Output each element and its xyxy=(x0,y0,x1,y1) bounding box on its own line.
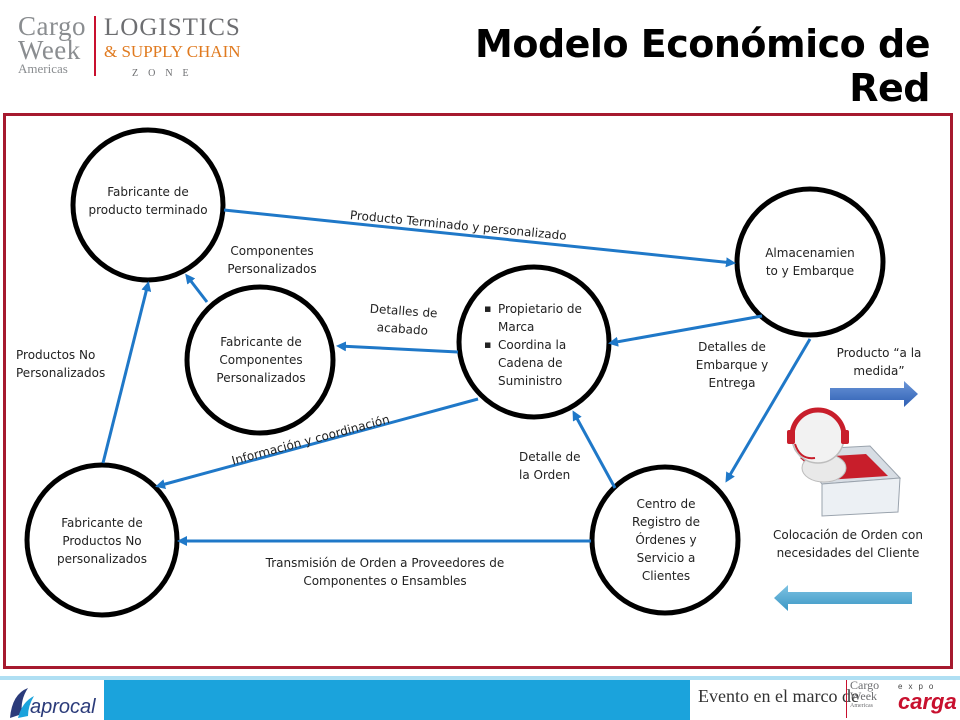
node-componentes-circle xyxy=(184,284,336,436)
node-propietario-list: Propietario de Marca Coordina la Cadena … xyxy=(484,300,588,390)
footer-cargo-word: Cargo xyxy=(850,678,880,692)
aprocal-logo-text: aprocal xyxy=(30,696,96,718)
arrow-producto-terminado xyxy=(223,208,736,268)
arrow-componentes-personalizados xyxy=(185,273,209,303)
aprocal-logo-icon xyxy=(10,688,34,718)
label-detalles-embarque: Detalles de Embarque y Entrega xyxy=(695,340,769,390)
label-productos-no-personalizados: Productos No Personalizados xyxy=(16,348,106,380)
propietario-item: Coordina la Cadena de Suministro xyxy=(484,336,588,390)
label-detalles-acabado: Detalles de acabado xyxy=(369,301,438,338)
logo-logistics-word: LOGISTICS xyxy=(104,14,241,41)
node-fabricante-terminado: Fabricante de producto terminado xyxy=(88,185,208,217)
logo-zone-word: ZONE xyxy=(132,68,199,79)
operator-laptop-icon xyxy=(787,407,902,517)
cargo-week-logo: Cargo Week Americas xyxy=(18,11,98,76)
left-block-arrow xyxy=(774,585,912,611)
arrow-detalles-acabado xyxy=(336,341,459,354)
logistics-zone-logo: LOGISTICS & SUPPLY CHAIN ZONE xyxy=(104,14,241,79)
label-componentes-personalizados: Componentes Personalizados xyxy=(227,244,317,276)
label-detalle-orden: Detalle de la Orden xyxy=(519,450,581,482)
footer-evento-text: Evento en el marco de xyxy=(698,686,859,706)
node-almacenamiento: Almacenamien to y Embarque xyxy=(765,246,855,278)
diagram-frame xyxy=(3,113,953,669)
node-centro-registro-circle xyxy=(589,464,741,616)
label-colocacion-orden: Colocación de Orden con necesidades del … xyxy=(773,528,923,560)
label-transmision-orden: Transmisión de Orden a Proveedores de Co… xyxy=(265,556,505,588)
node-fabricante-componentes: Fabricante de Componentes Personalizados xyxy=(216,335,306,385)
logo-week-word: Week xyxy=(18,35,81,65)
footer-bar xyxy=(104,680,690,720)
node-almacenamiento-circle xyxy=(734,186,886,338)
node-centro-registro: Centro de Registro de Órdenes y Servicio… xyxy=(632,497,700,583)
label-producto-medida: Producto “a la medida” xyxy=(836,346,922,378)
footer-expo-word: expo xyxy=(898,682,940,691)
propietario-item: Propietario de Marca xyxy=(484,300,588,336)
arrow-informacion-coordinacion xyxy=(155,397,479,489)
logo-divider xyxy=(94,16,96,76)
node-fabricante-no-personalizados: Fabricante de Productos No personalizado… xyxy=(56,516,148,566)
logo-americas-word: Americas xyxy=(18,61,68,76)
logo-supply-chain-word: & SUPPLY CHAIN xyxy=(104,42,241,61)
arrow-colocacion-orden xyxy=(725,338,812,483)
page-title: Modelo Económico de Red xyxy=(475,22,930,110)
footer-americas-word: Americas xyxy=(850,703,873,709)
node-fabricante-terminado-circle xyxy=(70,127,226,283)
footer-expo-carga-logo: expo carga xyxy=(898,682,957,714)
footer-week-word: Week xyxy=(850,689,878,703)
arrow-detalle-orden xyxy=(572,410,617,489)
footer-logo-divider xyxy=(846,680,847,718)
footer-cargo-week-logo: Cargo Week Americas xyxy=(850,678,892,710)
footer-strip xyxy=(0,676,960,680)
footer-carga-word: carga xyxy=(898,689,957,714)
right-block-arrow xyxy=(830,381,918,407)
arrow-detalles-embarque xyxy=(608,314,763,347)
arrow-productos-no-personalizados xyxy=(101,281,152,464)
logo-cargo-word: Cargo xyxy=(18,11,86,41)
